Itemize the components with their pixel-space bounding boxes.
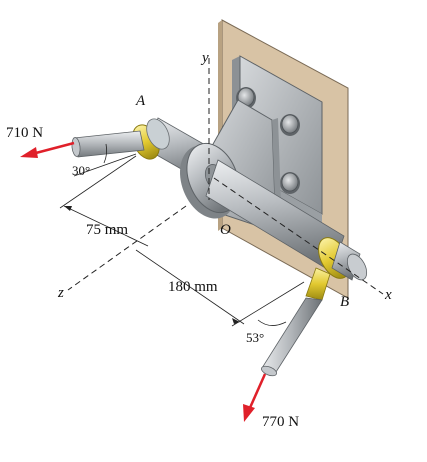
axis-z-label: z xyxy=(57,285,64,301)
dim-75-label: 75 mm xyxy=(86,222,128,238)
point-b-label: B xyxy=(340,294,349,310)
rod-b xyxy=(261,297,323,373)
angle-arc-b xyxy=(257,319,287,326)
x-axis xyxy=(213,177,384,295)
dim-75-line xyxy=(63,205,149,247)
axis-y-label: y xyxy=(200,50,209,66)
rod-a xyxy=(73,130,145,158)
angle-a-label: 30° xyxy=(72,163,90,178)
angle-arc-a xyxy=(103,143,108,164)
axis-x-label: x xyxy=(384,287,392,303)
origin-label: O xyxy=(220,222,231,238)
bolt-top-right xyxy=(280,114,300,136)
dim-75-arrow xyxy=(64,206,72,211)
rod-b-end xyxy=(261,365,277,377)
force-arrow-a xyxy=(20,141,75,158)
dim-180-arrow xyxy=(232,318,240,324)
z-axis xyxy=(67,205,187,291)
angle-b-label: 53° xyxy=(246,330,264,345)
dim-180-line xyxy=(135,249,245,325)
force-a-label: 710 N xyxy=(6,125,43,141)
force-arrow-b xyxy=(243,373,267,422)
dim-180-label: 180 mm xyxy=(168,279,218,295)
dim-75-ext xyxy=(59,155,137,209)
rod-a-end xyxy=(71,137,81,157)
angle-ref-a xyxy=(73,153,137,177)
bolt-bottom-right xyxy=(280,172,300,194)
point-a-label: A xyxy=(135,93,146,109)
dim-180-ext xyxy=(231,281,305,327)
force-b-label: 770 N xyxy=(262,414,299,430)
